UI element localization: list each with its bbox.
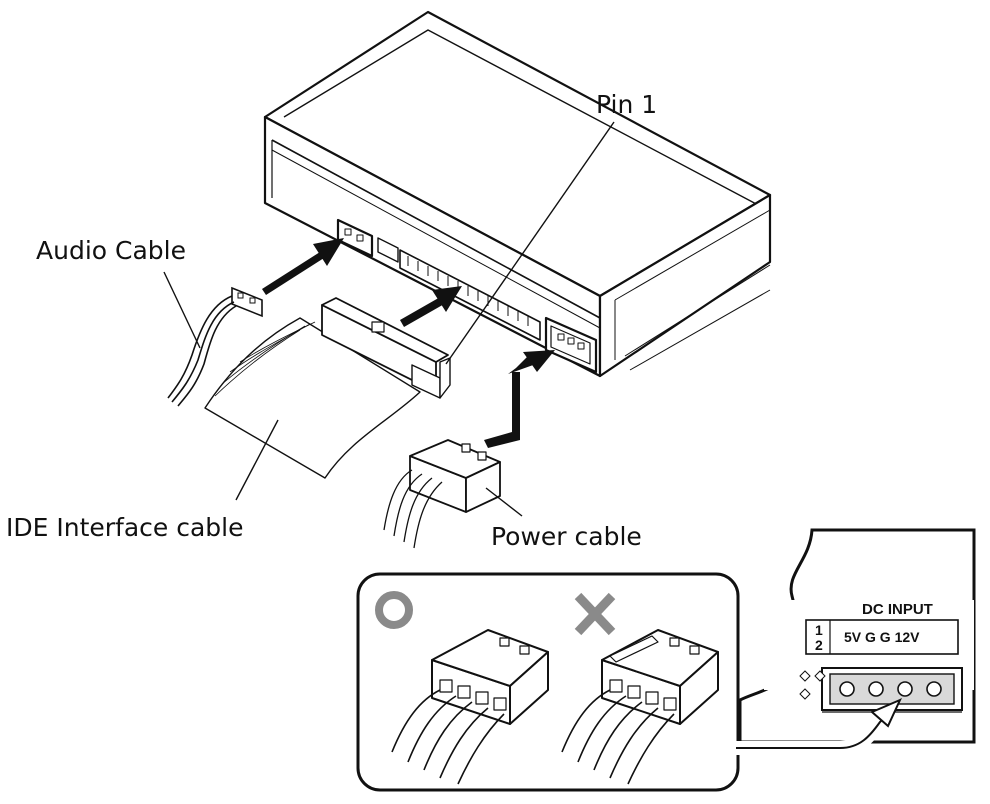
orientation-inset — [356, 572, 902, 792]
power-cable — [383, 439, 501, 549]
audio-cable-label: Audio Cable — [36, 236, 186, 265]
pin-voltages: 5V G G 12V — [844, 629, 920, 645]
ide-arrow — [400, 286, 462, 327]
optical-drive — [263, 10, 772, 378]
audio-cable — [167, 286, 263, 407]
row-1-label: 1 — [815, 622, 823, 638]
ide-interface-cable — [204, 297, 451, 479]
power-cable-label: Power cable — [491, 522, 642, 551]
dc-input-inset: DC INPUT 1 2 5V G G 12V — [738, 528, 976, 744]
pin1-leader — [445, 121, 615, 365]
flow-arrowhead — [870, 698, 902, 728]
wrong-mark-icon — [574, 592, 616, 636]
audio-leader — [163, 271, 201, 349]
correct-mark-icon — [375, 591, 413, 629]
power-arrow — [484, 350, 555, 448]
ide-cable-label: IDE Interface cable — [6, 513, 244, 542]
insertion-arrows — [262, 238, 555, 448]
leader-lines — [163, 121, 615, 517]
power-leader — [485, 487, 523, 517]
correct-connector — [391, 629, 549, 785]
pin1-label: Pin 1 — [596, 90, 657, 119]
pin-map-box — [805, 619, 959, 655]
audio-arrow — [262, 238, 344, 295]
dc-input-title: DC INPUT — [862, 601, 933, 618]
row-2-label: 2 — [815, 637, 823, 653]
ide-leader — [235, 419, 279, 501]
wrong-connector — [561, 629, 719, 785]
